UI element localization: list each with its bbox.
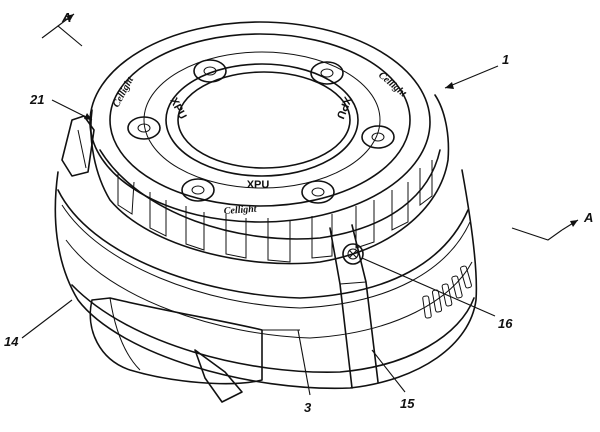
screw-boss-1 xyxy=(193,59,227,83)
leader-14 xyxy=(21,299,73,339)
leader-lines xyxy=(21,65,499,396)
reference-numerals: 1 21 14 3 15 16 A A xyxy=(4,10,593,415)
screw xyxy=(342,243,364,265)
label-1: 1 xyxy=(502,52,509,67)
leader-3 xyxy=(297,329,311,396)
section-arrow-right xyxy=(511,219,579,241)
label-21: 21 xyxy=(29,92,44,107)
label-16: 16 xyxy=(498,316,513,331)
side-clip xyxy=(61,115,95,177)
brand-text-left: Cellight xyxy=(111,74,137,109)
leader-1 xyxy=(444,65,499,89)
section-arrow-top xyxy=(41,13,83,47)
crown-body xyxy=(90,94,450,265)
screw-boss-5 xyxy=(181,178,215,202)
cable-gland xyxy=(89,297,300,403)
vent-slots xyxy=(422,265,472,319)
leader-16 xyxy=(361,257,496,317)
top-face xyxy=(89,21,431,223)
screw-boss-6 xyxy=(301,180,335,204)
label-14: 14 xyxy=(4,334,19,349)
label-3: 3 xyxy=(304,400,312,415)
screw-bosses xyxy=(127,59,395,204)
lens-window xyxy=(177,71,351,169)
section-mark-top: A xyxy=(61,10,71,25)
housing-base xyxy=(54,169,478,390)
leader-15 xyxy=(371,349,406,393)
section-mark-right: A xyxy=(583,210,593,225)
brand-text-right: Cellight xyxy=(376,70,409,100)
screw-boss-4 xyxy=(361,125,395,149)
model-text-front: XPU xyxy=(247,179,270,191)
brand-text-front: Cellight xyxy=(223,204,258,217)
label-15: 15 xyxy=(400,396,415,411)
screw-boss-3 xyxy=(127,116,161,140)
screw-boss-2 xyxy=(310,61,344,85)
